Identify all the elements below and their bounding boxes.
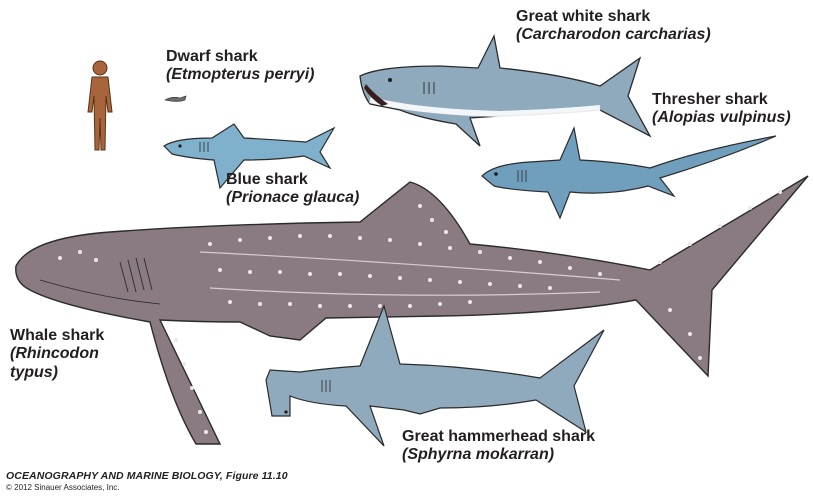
whale-scientific-name-line1: (Rhincodon [10,345,104,363]
dwarf-common-name: Dwarf shark [166,48,314,66]
human-silhouette [88,61,112,150]
great-white-shark [360,36,650,146]
label-whale-shark: Whale shark (Rhincodon typus) [10,327,104,382]
blue-scientific-name: (Prionace glauca) [226,189,359,207]
great-white-scientific-name: (Carcharodon carcharias) [516,26,711,44]
whale-scientific-name-line2: typus) [10,364,104,382]
dwarf-scientific-name: (Etmopterus perryi) [166,66,314,84]
figure-caption: OCEANOGRAPHY AND MARINE BIOLOGY, Figure … [6,470,288,492]
caption-copyright: © 2012 Sinauer Associates, Inc. [6,483,288,492]
great-white-common-name: Great white shark [516,8,711,26]
hammerhead-scientific-name: (Sphyrna mokarran) [402,446,595,464]
label-great-white-shark: Great white shark (Carcharodon carcharia… [516,8,711,45]
dwarf-shark [165,96,186,102]
label-dwarf-shark: Dwarf shark (Etmopterus perryi) [166,48,314,85]
label-great-hammerhead-shark: Great hammerhead shark (Sphyrna mokarran… [402,428,595,465]
caption-title: OCEANOGRAPHY AND MARINE BIOLOGY, Figure … [6,470,288,482]
thresher-common-name: Thresher shark [652,91,791,109]
blue-common-name: Blue shark [226,171,359,189]
whale-common-name: Whale shark [10,327,104,345]
hammerhead-common-name: Great hammerhead shark [402,428,595,446]
label-thresher-shark: Thresher shark (Alopias vulpinus) [652,91,791,128]
great-hammerhead-shark [266,306,604,446]
thresher-scientific-name: (Alopias vulpinus) [652,109,791,127]
thresher-shark [482,128,776,218]
label-blue-shark: Blue shark (Prionace glauca) [226,171,359,208]
